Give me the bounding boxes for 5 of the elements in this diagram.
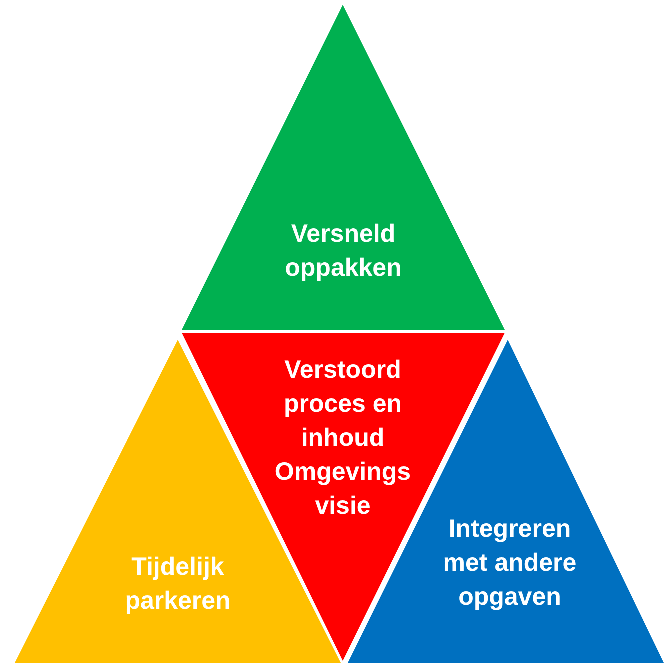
triangle-label: Tijdelijk parkeren: [124, 552, 232, 617]
triangle: [182, 5, 505, 330]
triangle-label: Verstoord proces en inhoud Omgevings visie: [274, 355, 412, 522]
triangle-label: Versneld oppakken: [284, 219, 403, 284]
triangle-label: Integreren met andere opgaven: [442, 514, 578, 613]
